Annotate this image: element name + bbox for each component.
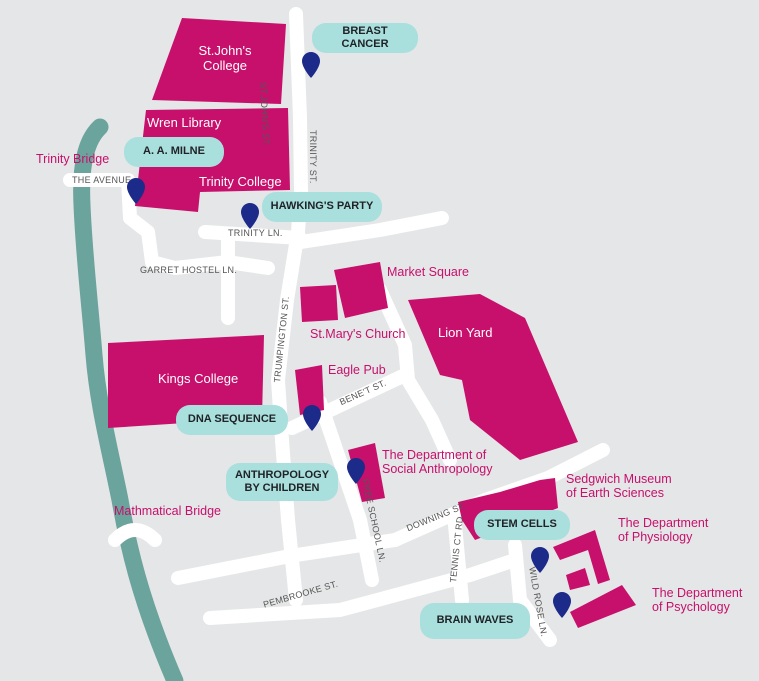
label-market-square: Market Square <box>387 265 469 279</box>
road-st-johns-st <box>289 7 307 125</box>
map-pin-icon[interactable] <box>553 592 571 618</box>
road-lower <box>203 553 522 625</box>
building-social-anthropology <box>348 443 385 502</box>
event-hawkings-party[interactable]: HAWKING'S PARTY <box>262 192 382 222</box>
event-aa-milne[interactable]: A. A. MILNE <box>124 137 224 167</box>
road-tennis-ct-rd <box>448 518 469 607</box>
label-st-marys-church: St.Mary's Church <box>310 327 406 341</box>
building-physiology-inner <box>566 568 590 590</box>
label-eagle-pub: Eagle Pub <box>328 363 386 377</box>
building-st-johns-college <box>152 18 286 104</box>
event-anthropology-by-children[interactable]: ANTHROPOLOGY BY CHILDREN <box>226 463 338 501</box>
road-bridge-arc <box>108 523 162 547</box>
map-pin-icon[interactable] <box>531 547 549 573</box>
street-the-avenue: THE AVENUE <box>72 175 132 185</box>
building-eagle-pub <box>295 365 324 415</box>
label-wren-library: Wren Library <box>147 115 222 130</box>
label-kings-college: Kings College <box>158 371 239 386</box>
building-psychology <box>570 585 636 628</box>
event-brain-waves[interactable]: BRAIN WAVES <box>420 603 530 639</box>
map-pin-icon[interactable] <box>241 203 259 229</box>
map-pin-icon[interactable] <box>303 405 321 431</box>
street-garret-hostel-ln: GARRET HOSTEL LN. <box>140 265 238 275</box>
building-physiology <box>553 530 610 584</box>
road-market-st <box>294 211 449 249</box>
label-trinity-bridge: Trinity Bridge <box>36 152 110 166</box>
road-pembrooke-st <box>171 533 402 585</box>
road-trinity-path <box>121 173 235 275</box>
label-physiology: The Department of Physiology <box>618 516 709 545</box>
label-social-anthropology: The Department of Social Anthropology <box>382 448 493 477</box>
building-lion-yard <box>408 294 578 460</box>
event-dna-sequence[interactable]: DNA SEQUENCE <box>176 405 288 435</box>
label-sedgwick-museum: Sedgwich Museum of Earth Sciences <box>566 472 672 501</box>
road-free-school-ln <box>313 395 379 587</box>
label-lion-yard: Lion Yard <box>438 325 493 340</box>
building-kings-college <box>108 335 264 428</box>
building-market-square <box>334 262 388 318</box>
event-breast-cancer[interactable]: BREAST CANCER <box>312 23 418 53</box>
road-peas-hill <box>373 283 457 467</box>
label-psychology: The Department of Psychology <box>652 586 743 615</box>
label-mathematical-bridge: Mathmatical Bridge <box>114 504 221 518</box>
map-pin-icon[interactable] <box>302 52 320 78</box>
road-trinity-ln <box>198 225 307 245</box>
road-wild-rose-ln <box>508 538 557 647</box>
river-cam <box>73 118 184 681</box>
label-trinity-college: Trinity College <box>199 174 282 189</box>
road-trinity-st <box>293 111 308 199</box>
buildings <box>108 18 636 628</box>
street-trinity-ln: TRINITY LN. <box>228 228 283 238</box>
street-trinity-st: TRINITY ST. <box>308 130 318 184</box>
map-pin-icon[interactable] <box>127 178 145 204</box>
label-st-johns-college: St.John's College <box>198 43 252 73</box>
road-trumpington-st <box>271 185 308 607</box>
map-pin-icon[interactable] <box>347 458 365 484</box>
building-great-st-marys <box>300 285 338 322</box>
event-stem-cells[interactable]: STEM CELLS <box>474 510 570 540</box>
